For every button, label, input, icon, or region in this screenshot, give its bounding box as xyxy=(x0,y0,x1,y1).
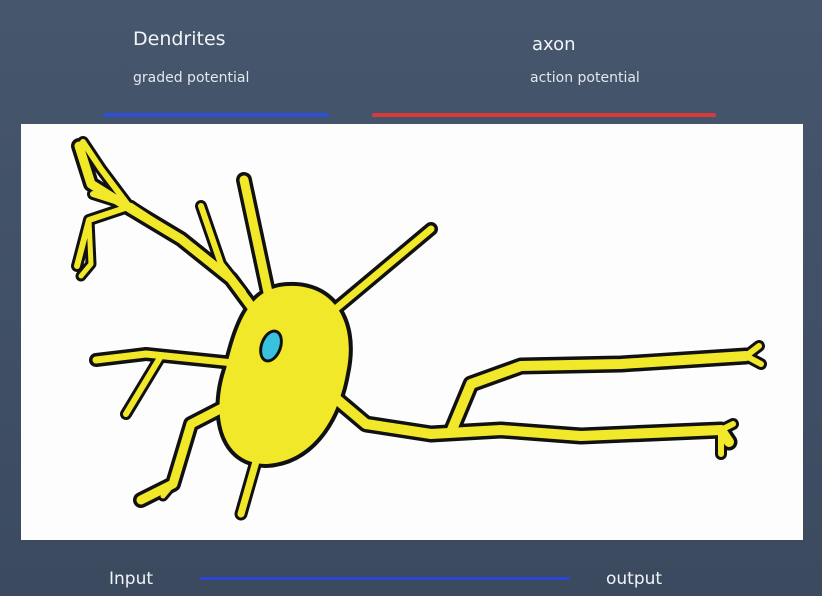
output-label: output xyxy=(606,569,662,589)
neuron xyxy=(77,142,761,514)
axon-underline xyxy=(372,113,716,117)
dendrites-underline xyxy=(103,113,329,117)
axon-subtitle: action potential xyxy=(530,70,640,86)
dendrites-title: Dendrites xyxy=(133,28,226,50)
input-output-line xyxy=(200,577,570,580)
dendrites-subtitle: graded potential xyxy=(133,70,249,86)
neuron-body xyxy=(77,142,761,514)
axon-title: axon xyxy=(532,34,576,55)
neuron-illustration xyxy=(21,124,803,540)
input-label: Input xyxy=(109,569,153,589)
neuron-panel xyxy=(21,124,803,540)
